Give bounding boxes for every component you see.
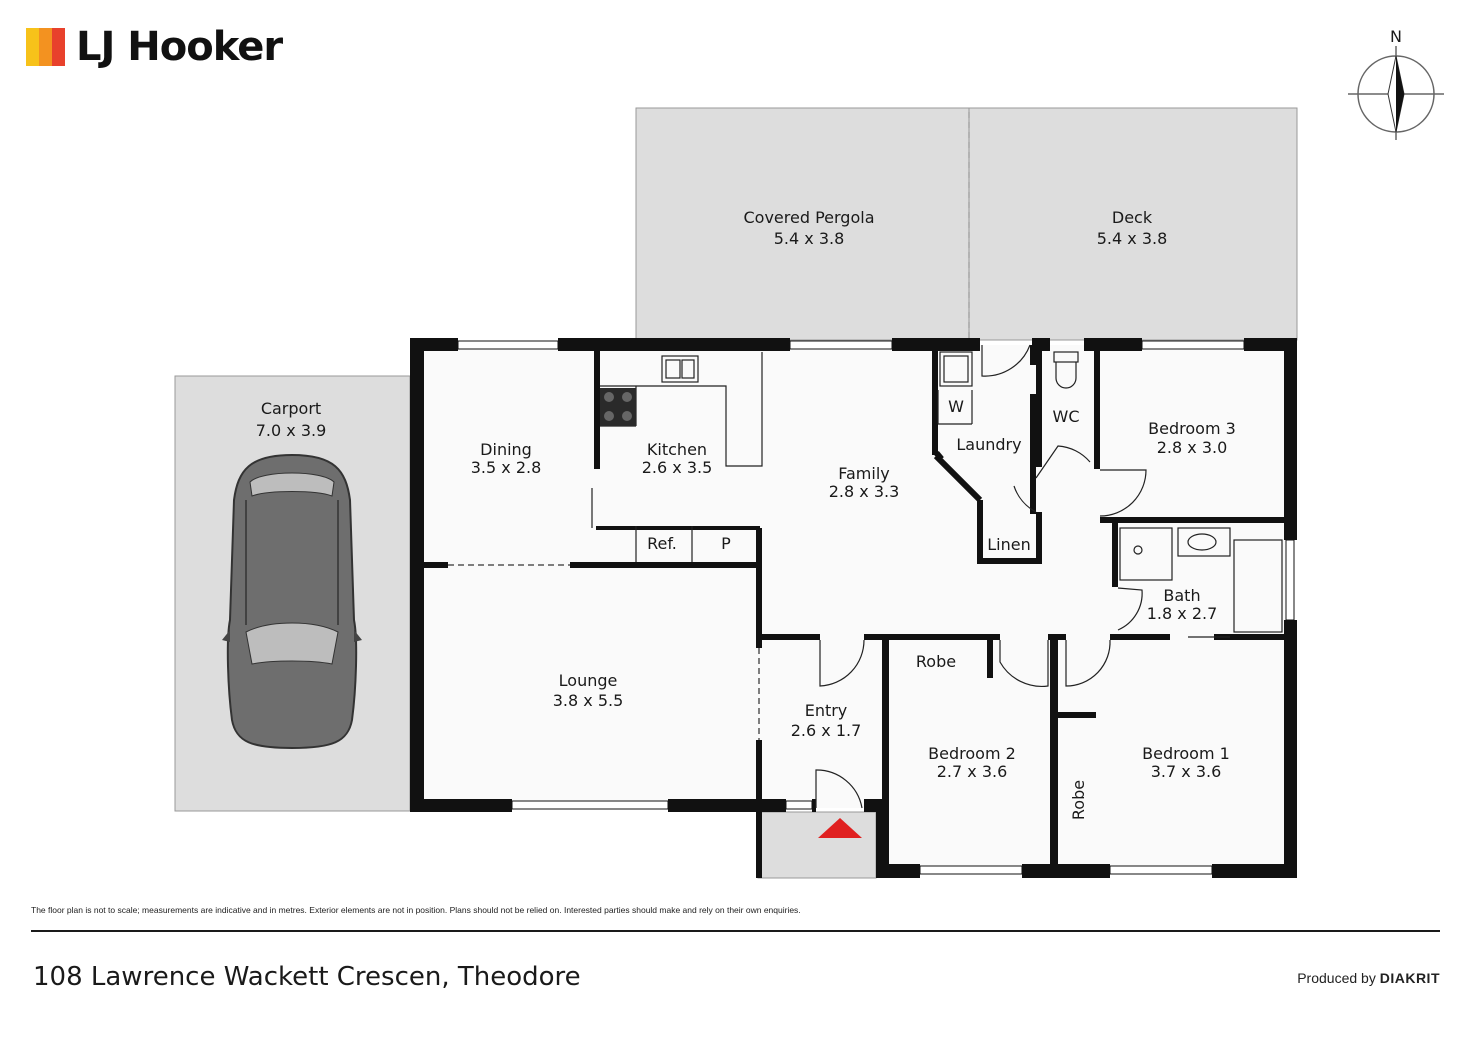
- room-name-bedroom-1: Bedroom 1: [1142, 744, 1230, 763]
- room-name-family: Family: [838, 464, 889, 483]
- credit-brand: DIAKRIT: [1379, 970, 1440, 986]
- toilet-icon: [1053, 351, 1079, 389]
- room-name-carport: Carport: [261, 399, 321, 418]
- room-name-bedroom-3: Bedroom 3: [1148, 419, 1236, 438]
- room-name-bath: Bath: [1163, 586, 1200, 605]
- room-name-robe-2: Robe: [916, 652, 956, 671]
- deck-area: [968, 107, 1298, 341]
- room-name-linen: Linen: [987, 535, 1030, 554]
- room-size-bedroom-3: 2.8 x 3.0: [1157, 438, 1228, 457]
- room-name-ref: Ref.: [647, 534, 677, 553]
- brand-name: LJ Hooker: [76, 24, 283, 70]
- room-size-family: 2.8 x 3.3: [829, 482, 900, 501]
- logo-bars-icon: [26, 28, 66, 66]
- room-size-deck: 5.4 x 3.8: [1097, 229, 1168, 248]
- room-size-carport: 7.0 x 3.9: [256, 421, 327, 440]
- room-name-wc: WC: [1053, 407, 1080, 426]
- room-size-entry: 2.6 x 1.7: [791, 721, 862, 740]
- room-name-covered-pergola: Covered Pergola: [744, 208, 875, 227]
- room-size-dining: 3.5 x 2.8: [471, 458, 542, 477]
- room-name-laundry: Laundry: [956, 435, 1021, 454]
- walls: [410, 338, 1297, 878]
- entry-arrow-icon: [818, 818, 862, 838]
- room-name-lounge: Lounge: [559, 671, 618, 690]
- lj-hooker-logo: LJ Hooker: [26, 24, 286, 80]
- room-name-deck: Deck: [1112, 208, 1153, 227]
- room-size-bedroom-1: 3.7 x 3.6: [1151, 762, 1222, 781]
- room-name-laundry-w: W: [948, 397, 964, 416]
- kitchen-sink-icon: [661, 355, 699, 383]
- room-size-kitchen: 2.6 x 3.5: [642, 458, 713, 477]
- bath-fixtures: [1119, 527, 1283, 638]
- room-name-dining: Dining: [480, 440, 532, 459]
- floor-plan: N Covered Pergola 5.4 x 3.8 Deck 5.4 x 3…: [174, 27, 1444, 879]
- room-size-covered-pergola: 5.4 x 3.8: [774, 229, 845, 248]
- room-size-bath: 1.8 x 2.7: [1147, 604, 1218, 623]
- cooktop-icon: [600, 388, 636, 426]
- car-icon: [222, 453, 362, 750]
- room-name-bedroom-2: Bedroom 2: [928, 744, 1016, 763]
- north-compass-icon: N: [1348, 27, 1444, 140]
- covered-pergola-area: [635, 107, 970, 341]
- footer-divider: [31, 930, 1440, 932]
- room-name-robe-1: Robe: [1069, 780, 1088, 820]
- room-size-lounge: 3.8 x 5.5: [553, 691, 624, 710]
- disclaimer-text: The floor plan is not to scale; measurem…: [31, 905, 801, 915]
- property-address: 108 Lawrence Wackett Crescen, Theodore: [33, 962, 581, 992]
- room-name-entry: Entry: [805, 701, 848, 720]
- entry-porch: [757, 811, 877, 879]
- room-size-bedroom-2: 2.7 x 3.6: [937, 762, 1008, 781]
- credit-prefix: Produced by: [1297, 970, 1376, 986]
- compass-north-label: N: [1390, 27, 1402, 46]
- room-name-pantry: P: [721, 534, 731, 553]
- laundry-tub-icon: [937, 351, 973, 425]
- room-name-kitchen: Kitchen: [647, 440, 707, 459]
- producer-credit: Produced by DIAKRIT: [1297, 970, 1440, 986]
- door-swings: [591, 344, 1147, 809]
